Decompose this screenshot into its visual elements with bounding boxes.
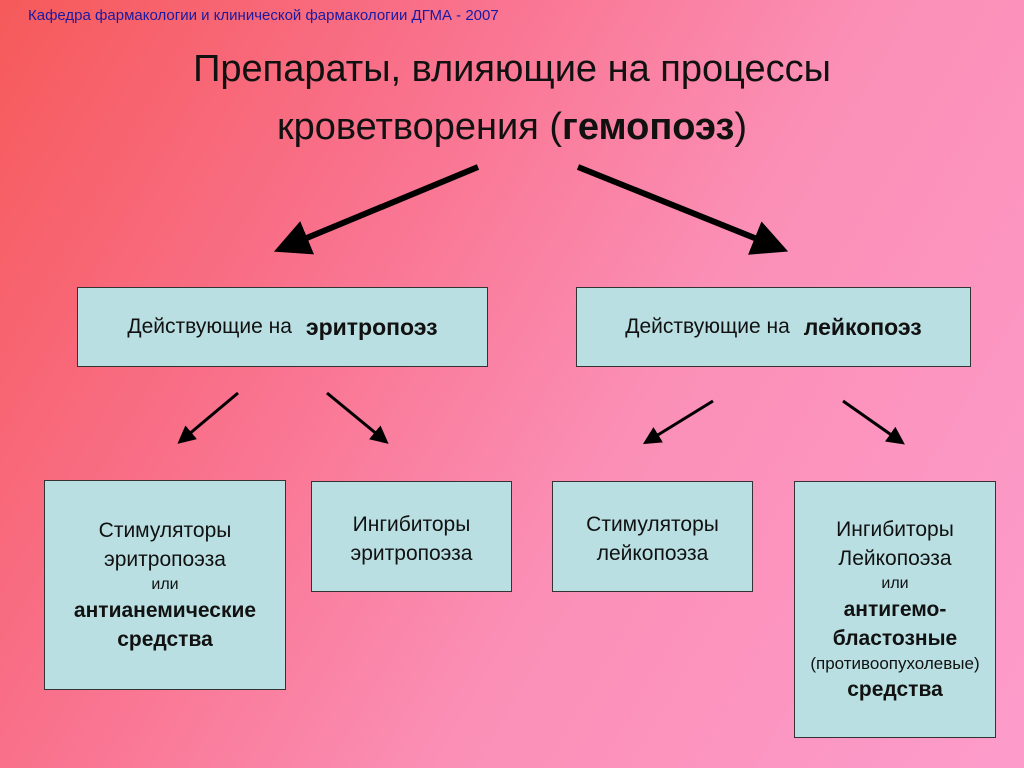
slide-title: Препараты, влияющие на процессы кроветво… bbox=[0, 40, 1024, 156]
line: или bbox=[881, 575, 909, 592]
line: или bbox=[151, 576, 179, 593]
box-leukopoiesis-inhibitors: Ингибиторы Лейкопоэза или антигемо- блас… bbox=[794, 481, 996, 738]
line: Ингибиторы bbox=[352, 513, 471, 536]
title-prefix: кроветворения ( bbox=[276, 106, 563, 148]
line: Лейкопоэза bbox=[838, 547, 952, 570]
line: антианемические bbox=[73, 599, 257, 622]
arrow-to-leukopoiesis bbox=[576, 164, 789, 255]
title-line1: Препараты, влияющие на процессы bbox=[193, 48, 831, 90]
arrow-to-box4 bbox=[842, 399, 905, 445]
line: Стимуляторы bbox=[98, 519, 232, 542]
box-bold: эритропоэз bbox=[305, 313, 438, 340]
title-line2: кроветворения (гемопоэз) bbox=[0, 98, 1024, 156]
line: эритропоэза bbox=[104, 548, 226, 571]
box-text: Действующие на bbox=[127, 315, 292, 338]
line: (противоопухолевые) bbox=[810, 654, 980, 673]
box-erythropoiesis: Действующие на эритропоэз bbox=[77, 287, 488, 367]
department-header: Кафедра фармакологии и клинической фарма… bbox=[28, 7, 499, 24]
title-bold: гемопоэз bbox=[562, 106, 735, 148]
box-leukopoiesis: Действующие на лейкопоэз bbox=[576, 287, 971, 367]
box-leukopoiesis-stimulators: Стимуляторы лейкопоэза bbox=[552, 481, 753, 592]
box-bold: лейкопоэз bbox=[803, 313, 922, 340]
arrow-to-box2 bbox=[326, 391, 389, 444]
box-erythropoiesis-stimulators: Стимуляторы эритропоэза или антианемичес… bbox=[44, 480, 286, 690]
line: Ингибиторы bbox=[836, 518, 954, 541]
arrow-to-erythropoiesis bbox=[273, 164, 480, 255]
line: средства bbox=[847, 678, 943, 701]
box-text: Действующие на bbox=[625, 315, 790, 338]
line: эритропоэза bbox=[350, 542, 473, 565]
box-erythropoiesis-inhibitors: Ингибиторы эритропоэза bbox=[311, 481, 512, 592]
arrow-to-box3 bbox=[642, 399, 714, 445]
arrow-to-box1 bbox=[177, 391, 239, 444]
line: антигемо- bbox=[843, 598, 947, 621]
line: бластозные bbox=[832, 627, 958, 650]
line: средства bbox=[117, 628, 213, 651]
title-suffix: ) bbox=[734, 106, 748, 148]
line: лейкопоэза bbox=[596, 542, 709, 565]
line: Стимуляторы bbox=[586, 513, 719, 536]
